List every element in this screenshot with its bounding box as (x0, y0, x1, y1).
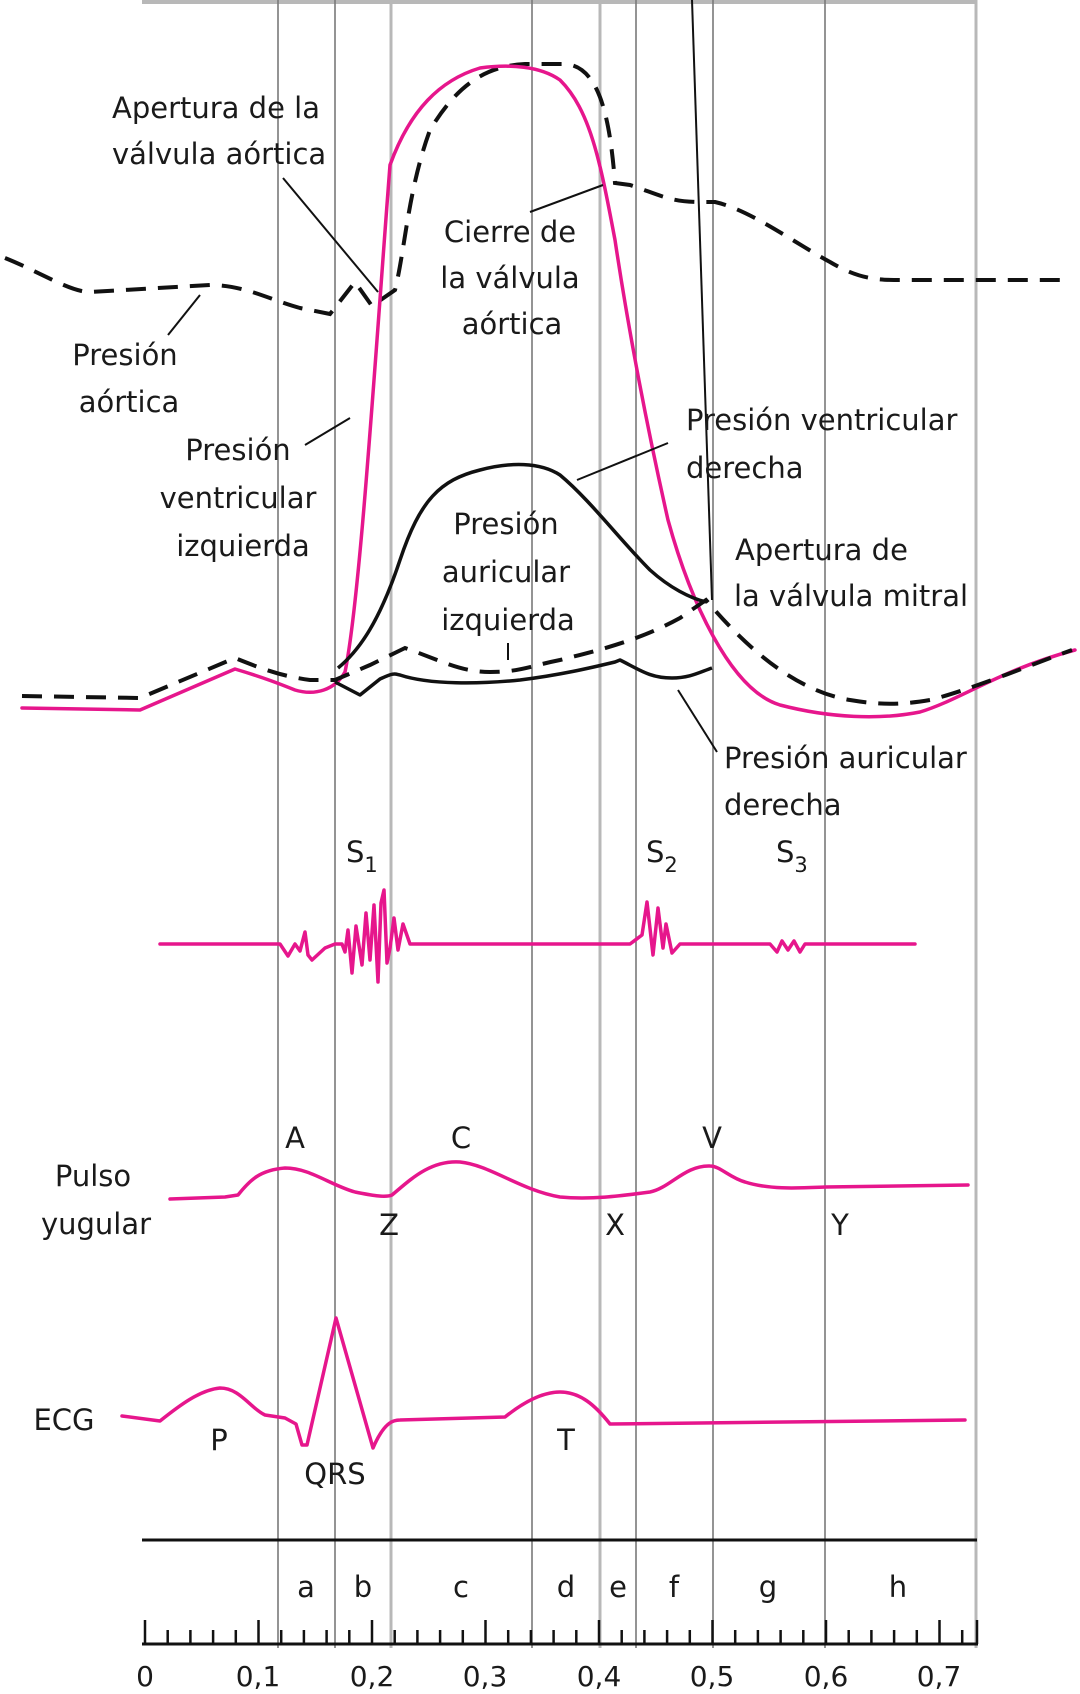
svg-text:a: a (297, 1570, 315, 1604)
svg-text:0,7: 0,7 (917, 1660, 962, 1693)
svg-text:c: c (453, 1570, 469, 1604)
phase-gridlines (277, 0, 978, 1648)
svg-text:izquierda: izquierda (441, 603, 575, 637)
svg-text:g: g (759, 1570, 777, 1604)
svg-text:h: h (889, 1570, 907, 1604)
rv-pressure-curve (336, 462, 707, 670)
svg-text:la válvula mitral: la válvula mitral (734, 579, 968, 613)
svg-text:Presión: Presión (453, 507, 558, 541)
phase-labels: a b c d e f g h (297, 1570, 907, 1604)
svg-text:Cierre de: Cierre de (444, 215, 576, 249)
svg-text:T: T (556, 1423, 575, 1457)
label-aortic-valve-closing: Cierre de la válvula aórtica (440, 215, 579, 341)
svg-text:Y: Y (830, 1208, 849, 1242)
svg-text:V: V (702, 1121, 722, 1155)
svg-text:S2: S2 (646, 835, 678, 877)
heart-sound-labels: S1 S2 S3 (346, 835, 808, 877)
svg-text:Presión: Presión (72, 338, 177, 372)
svg-text:b: b (354, 1570, 372, 1604)
label-ra-pressure: Presión auricular derecha (724, 741, 967, 822)
svg-text:derecha: derecha (724, 788, 841, 822)
svg-text:izquierda: izquierda (176, 529, 310, 563)
svg-text:X: X (605, 1208, 625, 1242)
ecg-labels: ECG P QRS T (33, 1403, 575, 1491)
aortic-pressure-curve (4, 62, 1065, 317)
label-la-pressure: Presión auricular izquierda (441, 507, 575, 637)
lv-pressure-curve (20, 64, 1077, 719)
svg-text:Z: Z (379, 1208, 399, 1242)
svg-text:Pulso: Pulso (55, 1159, 131, 1193)
svg-text:Presión: Presión (185, 433, 290, 467)
label-aortic-pressure: Presión aórtica (72, 338, 179, 419)
svg-text:aórtica: aórtica (462, 307, 563, 341)
label-rv-pressure: Presión ventricular derecha (686, 403, 957, 485)
svg-text:S1: S1 (346, 835, 378, 877)
svg-text:0,4: 0,4 (577, 1660, 622, 1693)
svg-text:P: P (210, 1423, 228, 1457)
svg-text:aórtica: aórtica (79, 385, 180, 419)
svg-text:0,5: 0,5 (690, 1660, 735, 1693)
jugular-labels: Pulso yugular A C V Z X Y (41, 1121, 849, 1242)
svg-text:0,1: 0,1 (236, 1660, 281, 1693)
svg-text:QRS: QRS (304, 1457, 365, 1491)
label-lv-pressure: Presión ventricular izquierda (160, 433, 317, 563)
label-mitral-valve-opening: Apertura de la válvula mitral (734, 533, 968, 613)
svg-text:yugular: yugular (41, 1207, 151, 1241)
svg-text:A: A (285, 1121, 305, 1155)
svg-text:0: 0 (136, 1660, 154, 1693)
svg-text:0,6: 0,6 (804, 1660, 849, 1693)
ra-pressure-curve (334, 658, 713, 697)
svg-text:d: d (557, 1570, 575, 1604)
svg-text:válvula aórtica: válvula aórtica (112, 137, 326, 171)
svg-text:derecha: derecha (686, 451, 803, 485)
svg-text:e: e (609, 1570, 627, 1604)
svg-text:Apertura de: Apertura de (735, 533, 908, 567)
svg-text:Apertura de la: Apertura de la (112, 91, 320, 125)
svg-text:Presión auricular: Presión auricular (724, 741, 967, 775)
svg-text:ventricular: ventricular (160, 481, 317, 515)
svg-text:C: C (451, 1121, 471, 1155)
jugular-pulse-trace (168, 1160, 970, 1201)
annotation-leaders (167, 0, 718, 753)
svg-text:f: f (669, 1570, 680, 1604)
la-pressure-curve (21, 597, 1073, 706)
time-axis (142, 1620, 979, 1646)
svg-text:0,2: 0,2 (350, 1660, 395, 1693)
svg-text:0,3: 0,3 (463, 1660, 508, 1693)
label-aortic-valve-opening: Apertura de la válvula aórtica (112, 91, 326, 171)
svg-text:ECG: ECG (33, 1403, 94, 1437)
svg-text:auricular: auricular (442, 555, 570, 589)
ecg-trace (120, 1316, 967, 1450)
heart-sound-trace (158, 888, 917, 984)
axis-tick-labels: 0 0,1 0,2 0,3 0,4 0,5 0,6 0,7 (136, 1660, 961, 1693)
svg-text:Presión ventricular: Presión ventricular (686, 403, 957, 437)
svg-text:S3: S3 (776, 835, 808, 877)
svg-text:la válvula: la válvula (440, 261, 579, 295)
